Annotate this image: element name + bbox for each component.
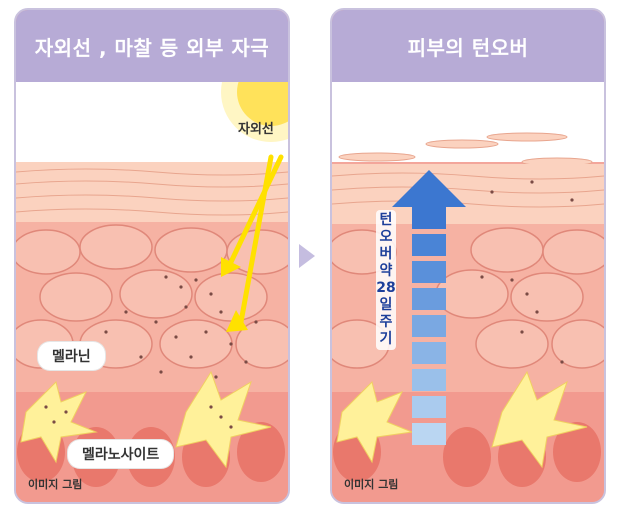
sun-icon xyxy=(221,82,288,142)
chevron-right-icon xyxy=(299,244,315,268)
left-panel: 자외선 , 마찰 등 외부 자극 xyxy=(14,8,290,504)
turnover-arrow xyxy=(392,170,466,445)
right-panel-title: 피부의 턴오버 xyxy=(332,10,604,82)
right-caption: 이미지 그림 xyxy=(344,478,399,491)
melanocyte-label: 멜라노사이트 xyxy=(68,440,174,468)
melanin-label: 멜라닌 xyxy=(38,342,105,370)
left-panel-title: 자외선 , 마찰 등 외부 자극 xyxy=(16,10,288,82)
left-caption: 이미지 그림 xyxy=(28,478,83,491)
right-panel: 피부의 턴오버 xyxy=(330,8,606,504)
skin-illustration-turnover xyxy=(332,82,604,502)
skin-illustration-uv xyxy=(16,82,288,502)
uv-label: 자외선 xyxy=(238,122,274,137)
